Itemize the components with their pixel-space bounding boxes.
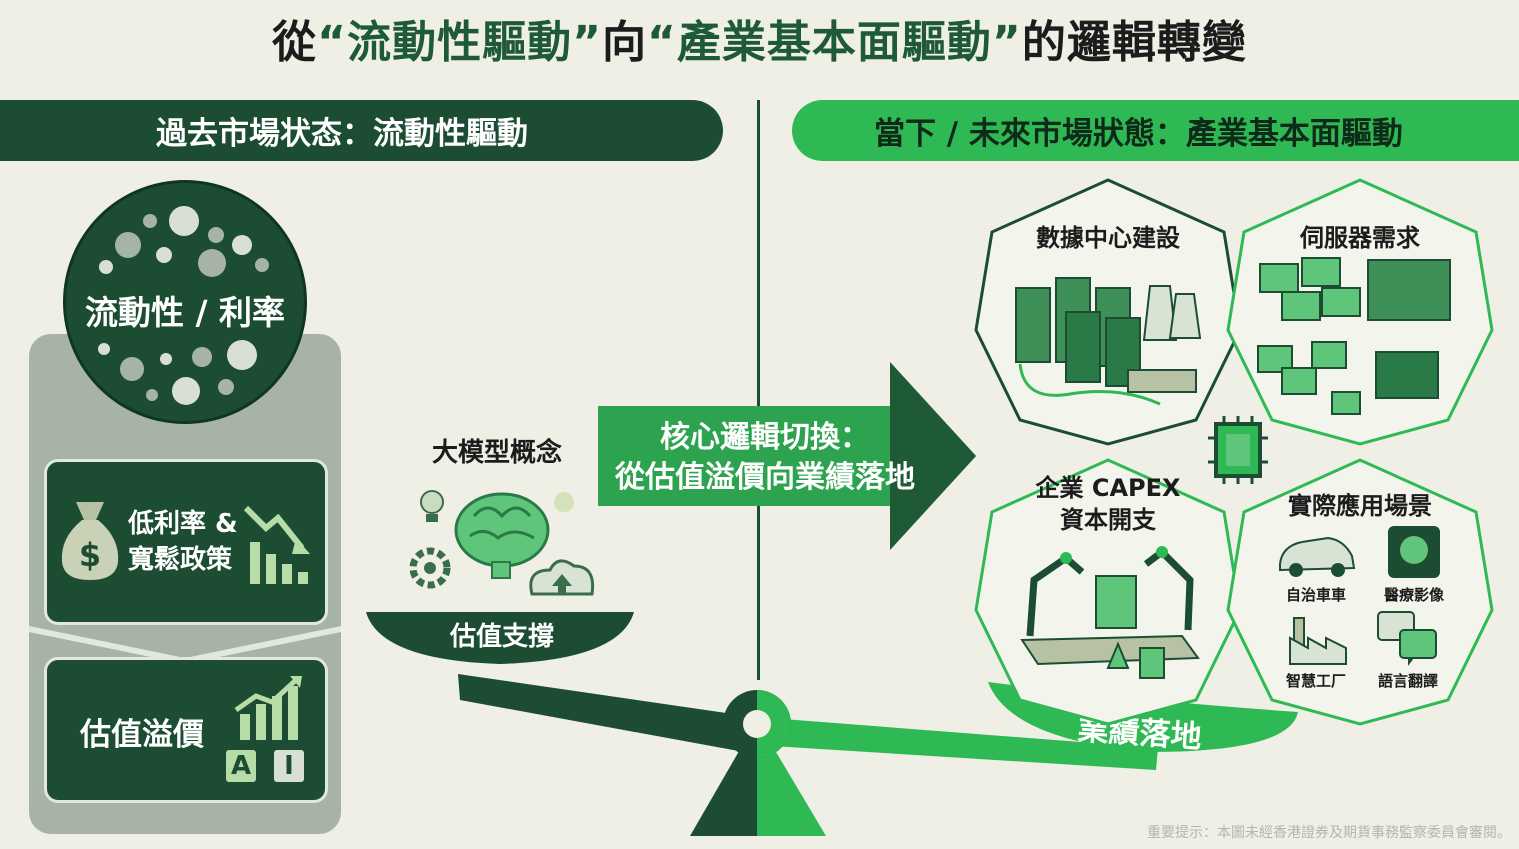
- rising-chart-icon: [234, 676, 302, 740]
- money-bag-icon: $: [61, 502, 119, 580]
- disclaimer-footnote: 重要提示：本圖未經香港證券及期貨事務監察委員會審閱。: [1147, 825, 1511, 841]
- hex-datacenter-label: 數據中心建設: [1036, 224, 1180, 252]
- low-rate-line-2: 寬鬆政策: [128, 545, 233, 575]
- logic-switch-arrow: [598, 362, 976, 550]
- cooling-tower-icon: [1142, 285, 1178, 341]
- hex-capex-label: 企業 CAPEX 資本開支: [1008, 472, 1208, 536]
- server-racks-icon: [1015, 277, 1202, 406]
- liquidity-bubbles-icon: [98, 206, 269, 405]
- title-middle: 向: [602, 17, 647, 68]
- title-quote-1: “流動性驅動”: [317, 17, 602, 68]
- page-title: 從“流動性驅動”向“產業基本面驅動”的邏輯轉變: [0, 6, 1519, 70]
- server-chips-icon: [1257, 257, 1451, 415]
- factory-robot-icon: [1020, 546, 1200, 679]
- svg-text:$: $: [79, 536, 101, 574]
- seesaw-beam-left: [458, 674, 744, 752]
- scale-left-label: 估值支撐: [450, 622, 555, 652]
- translation-icon: [1377, 611, 1437, 666]
- scale-pan-left: [366, 612, 634, 664]
- app-translation-label: 語言翻譯: [1377, 672, 1438, 690]
- sun-icon: [554, 492, 574, 512]
- hex-server-label: 伺服器需求: [1300, 224, 1420, 252]
- falling-chart-icon: [244, 505, 310, 584]
- ai-letter-a-tile: A: [226, 750, 256, 782]
- hex-capex-line-1: 企業 CAPEX: [1035, 474, 1181, 502]
- center-divider: [757, 100, 760, 680]
- low-rate-line-1: 低利率 &: [128, 509, 238, 539]
- app-smart-factory-label: 智慧工厂: [1285, 672, 1346, 690]
- arrow-line-1: 核心邏輯切換：: [660, 420, 870, 455]
- smart-factory-icon: [1289, 617, 1347, 665]
- processor-chip-icon: [1375, 351, 1439, 399]
- arrow-line-2: 從估值溢價向業績落地: [615, 460, 915, 495]
- title-suffix: 的邏輯轉變: [1021, 17, 1247, 68]
- gear-icon: [409, 547, 451, 589]
- title-quote-2: “產業基本面驅動”: [647, 17, 1022, 68]
- low-rate-text: 低利率 & 寬鬆政策: [128, 506, 238, 578]
- big-model-label: 大模型概念: [432, 438, 563, 468]
- cpu-chip-icon: [1208, 416, 1268, 484]
- app-medical-imaging-label: 醫療影像: [1383, 586, 1444, 604]
- left-banner: 過去市場状态：流動性驅動: [0, 100, 723, 161]
- hex-capex-line-2: 資本開支: [1060, 506, 1156, 534]
- car-icon: [1279, 536, 1356, 577]
- right-banner: 當下 / 未來市場狀態：產業基本面驅動: [792, 100, 1519, 161]
- lightbulb-icon: [420, 490, 444, 514]
- title-prefix: 從: [272, 17, 318, 68]
- app-autonomous-car-label: 自治車車: [1285, 586, 1346, 604]
- valuation-premium-label: 估值溢價: [80, 717, 204, 753]
- brain-icon: [409, 490, 595, 596]
- hex-applications-label: 實際應用場景: [1288, 492, 1432, 520]
- liquidity-label: 流動性 / 利率: [84, 293, 286, 332]
- seesaw-beam-right: [770, 718, 1158, 770]
- ai-letter-i-tile: I: [274, 750, 304, 782]
- medical-imaging-icon: [1388, 526, 1440, 578]
- arrow-text: 核心邏輯切換： 從估值溢價向業績落地: [600, 418, 930, 498]
